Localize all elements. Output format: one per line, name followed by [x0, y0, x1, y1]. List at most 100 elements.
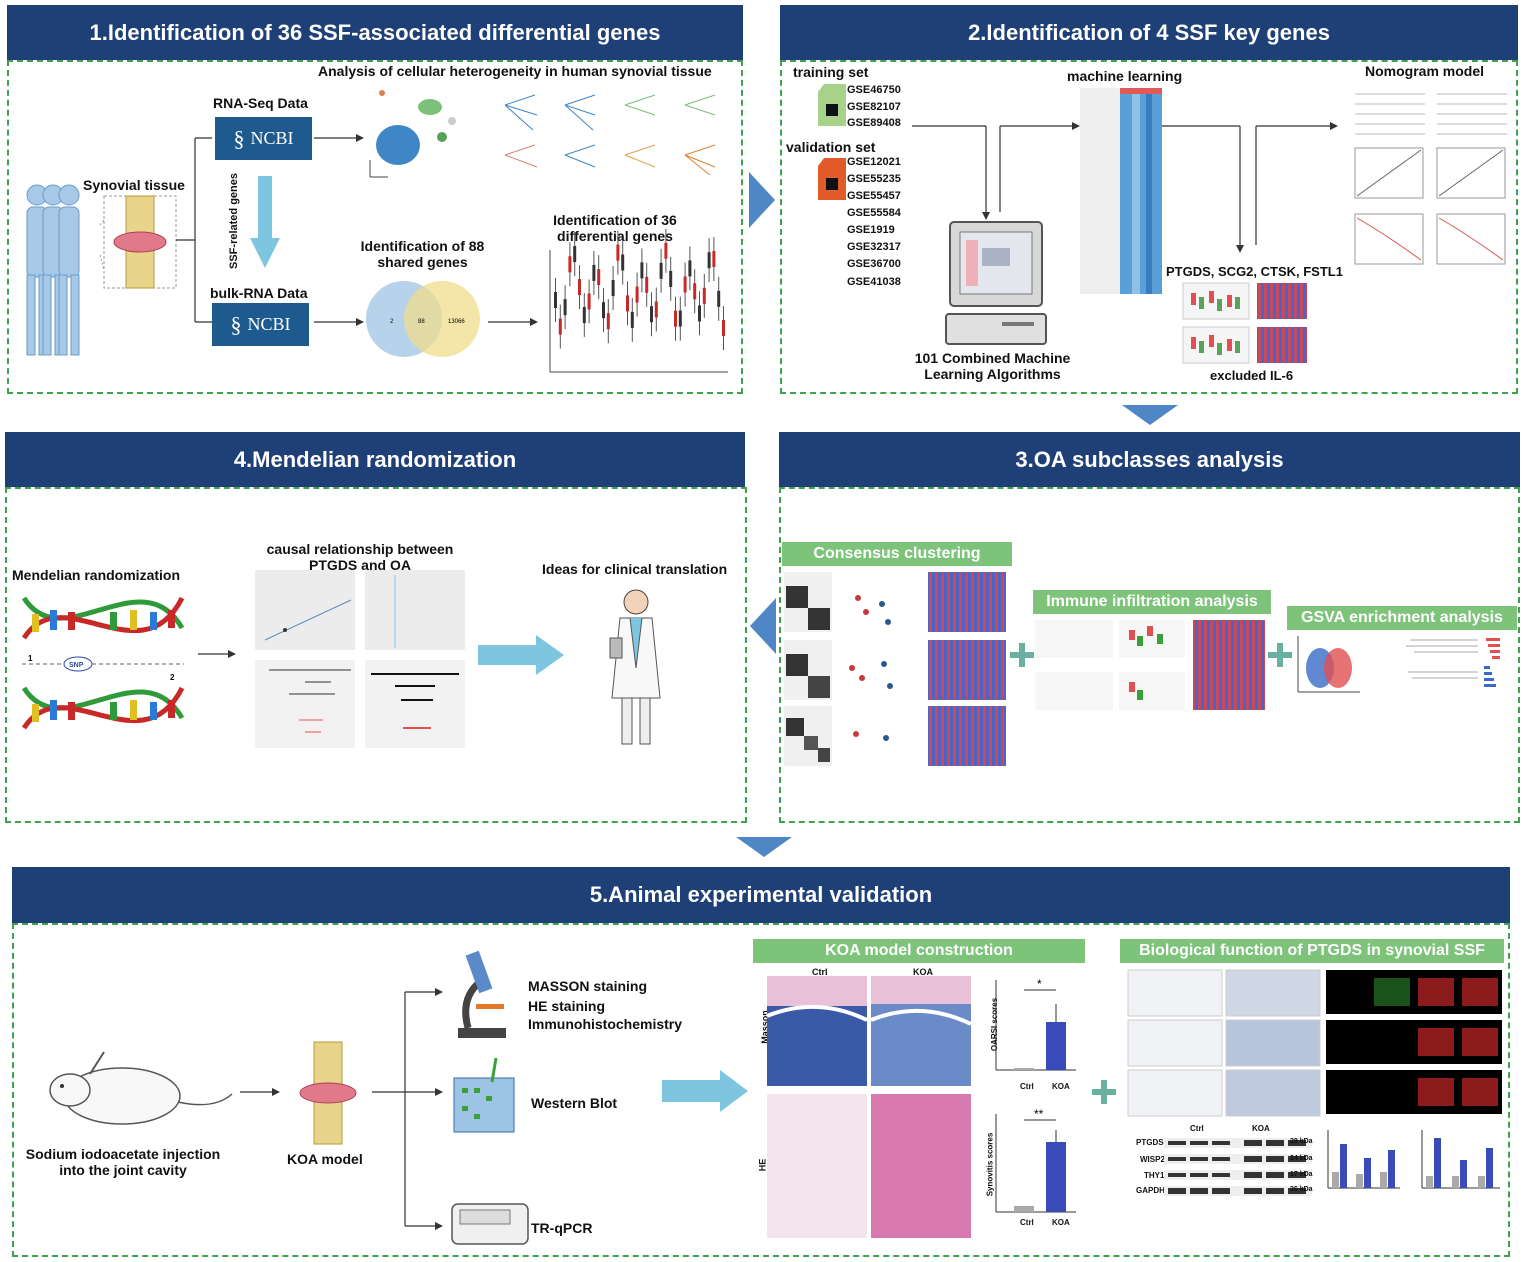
training-doc-icon — [818, 84, 846, 126]
causal-line2: PTGDS and OA — [309, 557, 411, 573]
nomogram-label: Nomogram model — [1365, 63, 1485, 79]
boxplot-box — [578, 279, 581, 296]
section-1-banner: 1.Identification of 36 SSF-associated di… — [7, 5, 743, 60]
boxplot-box — [659, 262, 663, 279]
connector-lines-s1 — [99, 134, 538, 326]
training-set-label: training set — [793, 64, 869, 80]
boxplot-box — [606, 313, 610, 330]
wb-row-label: GAPDH — [1136, 1186, 1165, 1195]
nomogram-plots — [1354, 93, 1507, 265]
section-4-panel — [5, 487, 747, 823]
knee-joint-icon — [103, 195, 177, 289]
boxplot-box — [722, 320, 725, 337]
mr-plots — [255, 570, 465, 748]
ncbi-logo-top: §NCBI — [215, 117, 312, 160]
wb-kda-label: 24 kDa — [1290, 1155, 1313, 1162]
rnaseq-label: RNA-Seq Data — [213, 95, 308, 111]
flow-arrow-left — [750, 598, 776, 654]
synovitis-ctrl-tick: Ctrl — [1020, 1218, 1034, 1227]
western-label: Western Blot — [531, 1095, 618, 1111]
shared-genes-line1: Identification of 88 — [360, 238, 485, 254]
masson-label: MASSON staining — [528, 978, 648, 994]
heterogeneity-label: Analysis of cellular heterogeneity in hu… — [318, 63, 712, 79]
he-side-label: HE — [757, 1158, 768, 1172]
validation-gse-item: GSE32317 — [847, 241, 901, 253]
excluded-label: excluded IL-6 — [1210, 368, 1294, 383]
boxplot-box — [582, 307, 586, 324]
validation-gse-item: GSE41038 — [847, 276, 901, 288]
boxplot-box — [712, 251, 716, 268]
bio-function-text: Biological function of PTGDS in synovial… — [1139, 942, 1485, 959]
oarsi-ctrl-tick: Ctrl — [1020, 1082, 1034, 1091]
gsva-label: GSVA enrichment analysis — [1287, 606, 1517, 630]
ncbi-text-top: NCBI — [250, 128, 294, 148]
rat-icon — [49, 1051, 233, 1125]
boxplot-box — [688, 260, 692, 277]
mr-label: Mendelian randomization — [12, 567, 181, 583]
section-1-panel — [7, 60, 743, 394]
section-2-title: 2.Identification of 4 SSF key genes — [968, 19, 1330, 45]
boxplot-box — [669, 270, 673, 287]
connector-lines-s4 — [198, 650, 236, 658]
boxplot-box — [698, 305, 701, 322]
boxplot-box — [645, 276, 649, 293]
human-figures-icon — [26, 184, 80, 356]
venn-left-count: 2 — [390, 319, 394, 325]
boxplot-box — [640, 262, 644, 279]
wb-kda-label: 17 kDa — [1290, 1171, 1313, 1178]
histology-images — [766, 976, 972, 1238]
ncbi-helix-icon: § — [230, 311, 242, 337]
clinical-arrow — [478, 635, 564, 675]
umap-plot — [369, 90, 456, 178]
protein-level-chart — [1327, 1130, 1400, 1189]
venn-diagram: 2 88 13066 — [366, 281, 480, 357]
bulk-label: bulk-RNA Data — [210, 285, 308, 301]
venn-right-count: 13066 — [448, 319, 465, 325]
section-1-title: 1.Identification of 36 SSF-associated di… — [89, 19, 661, 45]
flow-arrow-right — [749, 172, 775, 228]
doctor-icon — [609, 589, 661, 745]
wb-kda-label: 28 kDa — [1290, 1138, 1313, 1145]
plus-icon — [1010, 643, 1034, 667]
oarsi-significance: * — [1037, 977, 1042, 991]
ssf-down-arrow — [250, 176, 280, 268]
injection-line2: into the joint cavity — [59, 1162, 187, 1178]
ncbi-logo-bottom: §NCBI — [212, 303, 309, 346]
synovitis-significance: ** — [1034, 1107, 1044, 1121]
key-gene-plots — [1182, 282, 1307, 364]
ihc-images — [1127, 969, 1321, 1117]
ncbi-helix-icon: § — [233, 125, 245, 151]
oarsi-bar-chart: * — [995, 977, 1076, 1071]
validation-doc-icon — [818, 158, 846, 200]
plus-icon — [1092, 1080, 1116, 1104]
computer-icon — [945, 221, 1047, 345]
boxplot-box — [683, 276, 687, 293]
boxplot-box — [558, 318, 562, 335]
injection-label: Sodium iodoacetate injection into the jo… — [14, 1146, 232, 1178]
boxplot-box — [554, 292, 557, 308]
boxplot-box — [635, 286, 639, 303]
wb-bands — [1164, 1138, 1312, 1196]
bio-function-label: Biological function of PTGDS in synovial… — [1120, 939, 1504, 963]
boxplot-box — [563, 299, 567, 316]
immune-label: Immune infiltration analysis — [1033, 590, 1271, 614]
key-genes-label: PTGDS, SCG2, CTSK, FSTL1 — [1166, 264, 1343, 279]
western-blot-icon — [453, 1057, 515, 1133]
shared-genes-label: Identification of 88 shared genes — [345, 238, 500, 270]
immunofluorescence-images — [1326, 970, 1502, 1114]
boxplot-box — [621, 254, 625, 271]
venn-mid-count: 88 — [418, 319, 425, 325]
boxplot-box — [568, 256, 572, 273]
koa-model-label: KOA model — [287, 1151, 363, 1167]
koa-construction-label: KOA model construction — [753, 939, 1085, 963]
wb-koa-label: KOA — [1252, 1124, 1270, 1133]
boxplot-box — [611, 280, 615, 297]
synovitis-bar-chart: ** — [995, 1107, 1076, 1213]
diff-genes-line1: Identification of 36 — [553, 212, 677, 228]
he-label: HE staining — [528, 998, 606, 1014]
wb-kda-label: 36 kDa — [1290, 1186, 1313, 1193]
cell-communication-plots — [504, 94, 716, 176]
boxplot-box — [702, 287, 706, 304]
diff-genes-line2: differential genes — [557, 228, 673, 244]
boxplot-box — [587, 293, 591, 310]
